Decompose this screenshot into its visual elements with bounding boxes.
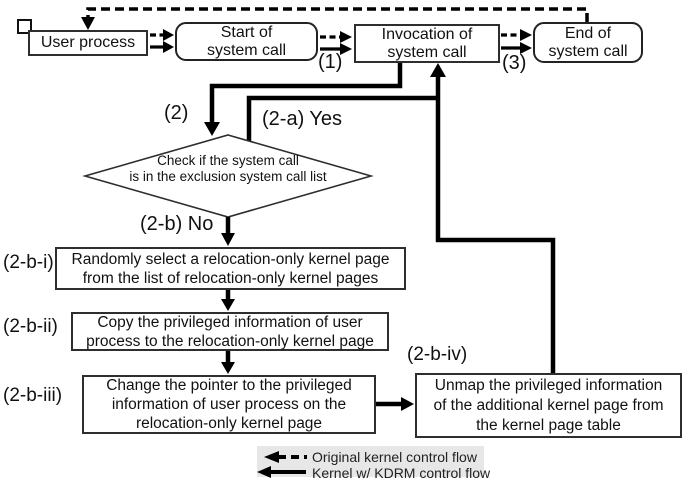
node-decision-text: Check if the system call is in the exclu… xyxy=(129,153,327,184)
arrowhead-into-step-iv xyxy=(401,397,414,411)
label-2b-iii: (2-b-iii) xyxy=(3,385,63,406)
node-step-iv: Unmap the privileged information of the … xyxy=(415,373,682,438)
label-2b-no: (2-b) No xyxy=(140,213,214,235)
dashed-return-flow-line xyxy=(86,7,589,22)
arrowhead-into-step-iii xyxy=(221,362,235,374)
label-2a-yes: (2-a) Yes xyxy=(262,108,343,130)
node-step-i: Randomly select a relocation-only kernel… xyxy=(55,247,406,290)
arrowhead-solid-to-start xyxy=(163,41,174,53)
invocation-to-end-arrows xyxy=(501,33,520,50)
arrowhead-dashed-to-start xyxy=(163,29,174,41)
node-invocation-of-system-call: Invocation of system call xyxy=(354,24,500,63)
node-end-of-system-call: End of system call xyxy=(533,22,643,63)
arrowhead-dashed-to-invocation xyxy=(340,31,352,43)
label-2b-iv: (2-b-iv) xyxy=(407,344,468,365)
node-step-ii: Copy the privileged information of user … xyxy=(71,312,389,351)
label-2b-i: (2-b-i) xyxy=(3,252,54,273)
label-3: (3) xyxy=(502,52,527,74)
node-user-process: User process xyxy=(28,30,148,56)
start-to-invocation-arrows xyxy=(320,35,340,51)
arrowhead-into-step-ii xyxy=(221,299,235,311)
label-2: (2) xyxy=(164,102,189,124)
arrowhead-down-into-user-process xyxy=(81,17,95,30)
legend-solid-label: Kernel w/ KDRM control flow xyxy=(312,465,491,481)
arrowhead-dashed-to-end xyxy=(520,29,532,41)
user-to-start-arrows xyxy=(150,33,163,49)
arrowhead-up-into-invocation xyxy=(430,63,446,77)
node-step-iii: Change the pointer to the privileged inf… xyxy=(82,375,376,434)
legend-dashed-label: Original kernel control flow xyxy=(312,449,477,465)
arrowhead-into-step-i xyxy=(221,233,235,246)
label-2b-ii: (2-b-ii) xyxy=(3,316,58,337)
label-1: (1) xyxy=(318,51,343,73)
arrowhead-down-into-diamond xyxy=(204,122,220,136)
node-start-of-system-call: Start of system call xyxy=(175,22,318,61)
